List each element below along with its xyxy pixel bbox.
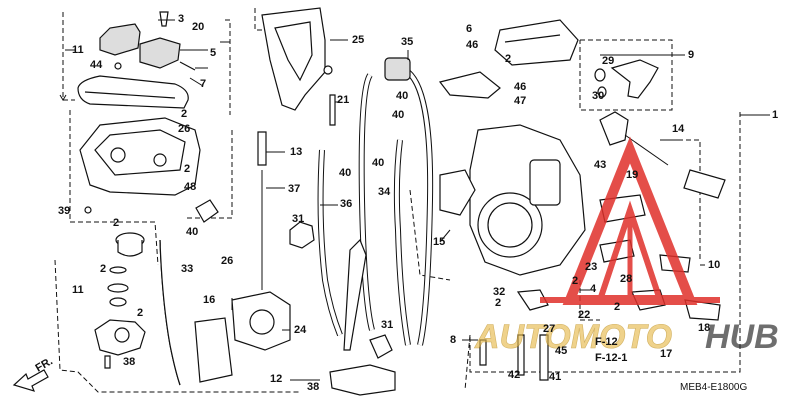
part-label-36: 36 [340,198,352,210]
part-label-18: 18 [698,322,710,334]
part-label-4: 4 [590,283,597,295]
part-label-27: 27 [543,323,555,335]
watermark-logo: AUTOMOTO HUB [474,136,779,356]
part-label-34: 34 [378,186,391,198]
leader-lines [65,19,705,381]
part-label-2-9: 2 [505,53,511,65]
part-label-2-3: 2 [113,217,119,229]
part-label-2-6: 2 [495,297,501,309]
diagram-code: MEB4-E1800G [680,382,747,393]
lower-left-parts [94,232,181,386]
part-label-2: 2 [181,108,187,120]
part-number-labels: 1222222222345678910111112131415161718192… [58,13,778,393]
part-label-31-2: 31 [381,319,393,331]
part-label-40: 40 [186,226,198,238]
part-label-30: 30 [592,90,604,102]
part-label-26: 26 [178,123,190,135]
part-label-1: 1 [772,109,778,121]
part-label-41: 41 [549,371,561,383]
part-label-38: 38 [123,356,135,368]
part-label-45: 45 [555,345,567,357]
part-label-6: 6 [466,23,472,35]
part-label-25: 25 [352,34,364,46]
part-label-2-2: 2 [184,163,190,175]
part-label-33: 33 [181,263,193,275]
ref-label-f12-1: F-12-1 [595,352,627,364]
part-label-44: 44 [90,59,103,71]
part-label-16: 16 [203,294,215,306]
top-cover-group [77,11,196,109]
part-label-20: 20 [192,21,204,33]
part-label-11: 11 [72,44,84,56]
part-label-2-8: 2 [614,301,620,313]
bracket-25 [261,7,333,111]
part-label-3: 3 [178,13,184,25]
watermark-text-automoto: AUTOMOTO [474,318,672,356]
part-label-2-7: 2 [572,275,578,287]
part-label-13: 13 [290,146,302,158]
part-label-29: 29 [602,55,614,67]
part-label-15: 15 [433,236,445,248]
part-label-9: 9 [688,49,694,61]
part-label-2-5: 2 [137,307,143,319]
part-label-11-2: 11 [72,284,84,296]
part-label-31: 31 [292,213,304,225]
part-label-48: 48 [184,181,196,193]
part-label-40-2: 40 [396,90,408,102]
part-label-24: 24 [294,324,307,336]
part-label-38-2: 38 [307,381,319,393]
carburetor-body [438,19,726,276]
part-label-5: 5 [210,47,216,59]
part-label-35: 35 [401,36,413,48]
part-label-40-5: 40 [372,157,384,169]
bracket-9 [594,59,659,99]
part-label-28: 28 [620,273,632,285]
watermark-text-hub: HUB [705,318,779,356]
part-label-14: 14 [672,123,685,135]
part-label-40-4: 40 [339,167,351,179]
part-label-42: 42 [508,369,520,381]
part-label-22: 22 [578,309,590,321]
lower-linkage [194,194,721,396]
part-label-19: 19 [626,169,638,181]
part-label-12: 12 [270,373,282,385]
part-label-26-2: 26 [221,255,233,267]
part-label-39: 39 [58,205,70,217]
float-bowl [79,117,219,223]
part-label-17: 17 [660,348,672,360]
ref-label-f12: F-12 [595,336,618,348]
front-arrow-icon: FR. [12,355,55,392]
part-label-37: 37 [288,183,300,195]
part-label-21: 21 [337,94,349,106]
part-label-32: 32 [493,286,505,298]
part-label-46: 46 [466,39,478,51]
part-label-10: 10 [708,259,720,271]
part-label-46-2: 46 [514,81,526,93]
part-label-40-3: 40 [392,109,404,121]
part-label-47: 47 [514,95,526,107]
part-label-23: 23 [585,261,597,273]
part-label-8: 8 [450,334,456,346]
part-label-7: 7 [200,78,206,90]
part-label-43: 43 [594,159,606,171]
hose-group [257,57,434,346]
fr-label: FR. [34,355,55,374]
part-label-2-4: 2 [100,263,106,275]
